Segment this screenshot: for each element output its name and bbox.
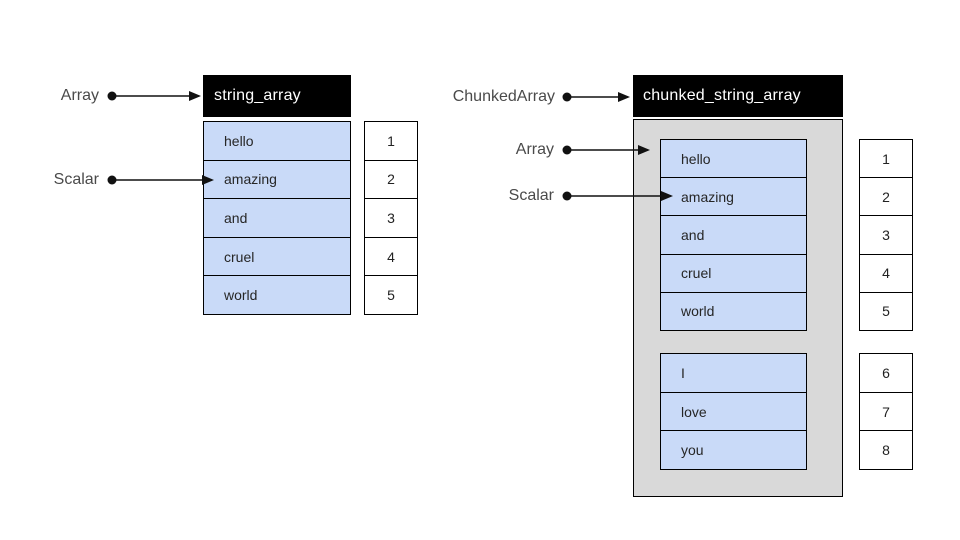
index-column: 1 2 3 4 5 <box>859 139 913 331</box>
chunk-1: hello amazing and cruel world <box>660 139 807 331</box>
chunk-cell: and <box>661 216 806 255</box>
index-cell: 1 <box>860 140 912 179</box>
array-header: string_array <box>203 75 351 117</box>
scalar-pointer-label: Scalar <box>53 171 99 188</box>
index-cell: 4 <box>860 254 912 293</box>
chunk-cell: hello <box>661 140 806 179</box>
index-cell: 2 <box>860 178 912 217</box>
index-cell: 5 <box>860 292 912 331</box>
scalar-pointer-label: Scalar <box>508 187 554 204</box>
arrow-dot <box>107 91 117 101</box>
chunk-cell: amazing <box>661 178 806 217</box>
arrow-dot <box>562 145 572 155</box>
array-pointer-label: Array <box>60 87 99 104</box>
array-pointer-label: Array <box>515 141 554 158</box>
chunked-array-header: chunked_string_array <box>633 75 843 117</box>
index-column: 1 2 3 4 5 <box>364 121 418 315</box>
string-array-table: hello amazing and cruel world <box>203 121 351 315</box>
chunk-cell: you <box>661 431 806 470</box>
array-cell: cruel <box>204 237 350 277</box>
arrow-dot <box>107 175 117 185</box>
index-cell: 3 <box>860 216 912 255</box>
chunkedarray-pointer-label: ChunkedArray <box>452 88 555 105</box>
arrow-dot <box>562 92 572 102</box>
array-cell: hello <box>204 122 350 161</box>
chunk-cell: love <box>661 392 806 432</box>
array-cell: and <box>204 199 350 238</box>
index-cell: 8 <box>860 431 912 470</box>
chunk-2: I love you <box>660 353 807 470</box>
index-cell: 1 <box>365 122 417 161</box>
chunk-cell: I <box>661 354 806 393</box>
index-cell: 7 <box>860 392 912 432</box>
chunk-cell: cruel <box>661 254 806 293</box>
index-cell: 2 <box>365 160 417 200</box>
index-cell: 3 <box>365 199 417 238</box>
index-column: 6 7 8 <box>859 353 913 470</box>
array-cell: world <box>204 276 350 314</box>
array-cell: amazing <box>204 160 350 200</box>
index-cell: 4 <box>365 237 417 277</box>
index-cell: 6 <box>860 354 912 393</box>
chunk-cell: world <box>661 292 806 331</box>
index-cell: 5 <box>365 276 417 314</box>
arrow-dot <box>562 191 572 201</box>
